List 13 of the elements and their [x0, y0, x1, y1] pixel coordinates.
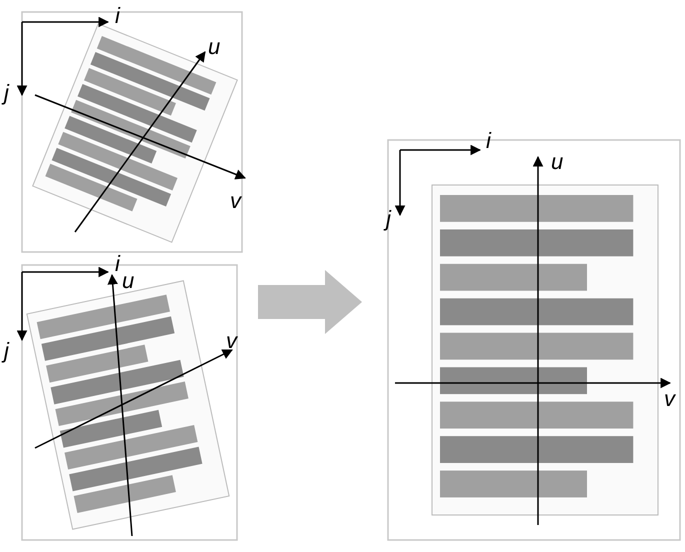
axis-label: u: [208, 36, 220, 58]
axis-label: i: [115, 5, 120, 27]
arrow: [258, 270, 362, 334]
axis-label: i: [115, 253, 120, 275]
axis-label: v: [664, 388, 675, 410]
axis-label: j: [386, 208, 391, 230]
axis-label: j: [4, 340, 9, 362]
axis-label: i: [486, 130, 491, 152]
axis-label: j: [4, 82, 9, 104]
axis-label: u: [122, 270, 134, 292]
axis-label: u: [551, 151, 564, 173]
axis-label: v: [226, 330, 237, 352]
axis-label: v: [230, 190, 241, 212]
